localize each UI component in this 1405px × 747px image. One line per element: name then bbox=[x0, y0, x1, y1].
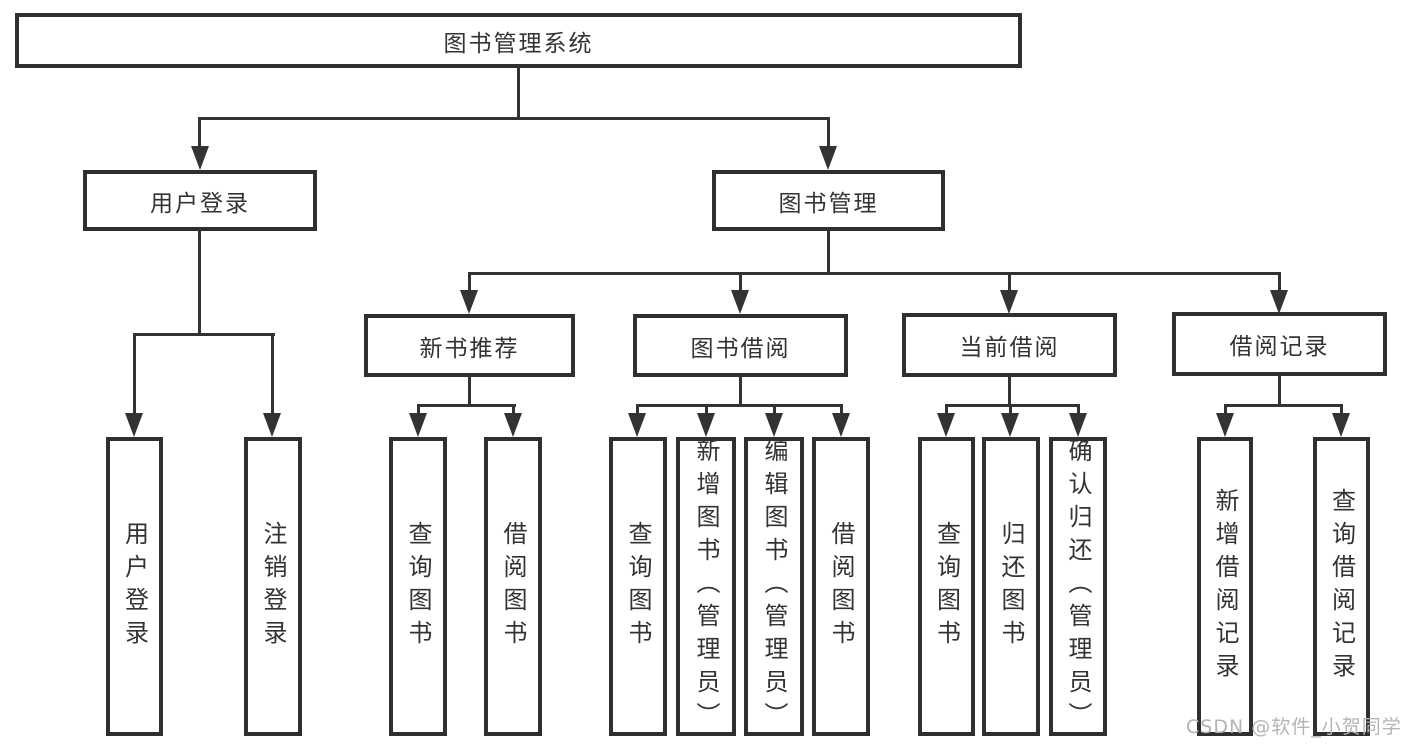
connector-line bbox=[773, 404, 776, 415]
arrow-down-icon bbox=[409, 413, 427, 437]
node-user-login: 用户登录 bbox=[83, 170, 317, 231]
connector-line bbox=[739, 272, 742, 292]
arrow-down-icon bbox=[125, 413, 143, 437]
connector-line bbox=[512, 404, 515, 415]
arrow-down-icon bbox=[1069, 413, 1087, 437]
leaf-return-books: 归还图书 bbox=[982, 437, 1040, 736]
connector-line bbox=[1340, 404, 1343, 415]
connector-line bbox=[468, 375, 471, 406]
leaf-label: 注销登录 bbox=[259, 520, 287, 653]
leaf-confirm-return-admin: 确认归还（管理员） bbox=[1049, 437, 1107, 736]
node-borrow-records: 借阅记录 bbox=[1172, 312, 1387, 376]
leaf-add-borrow-record: 新增借阅记录 bbox=[1197, 437, 1253, 736]
node-current-borrow: 当前借阅 bbox=[902, 313, 1117, 377]
connector-line bbox=[1224, 404, 1343, 407]
node-book-management: 图书管理 bbox=[712, 170, 945, 231]
leaf-query-books-recommend: 查询图书 bbox=[389, 437, 447, 736]
leaf-logout-login: 注销登录 bbox=[244, 437, 302, 736]
arrow-down-icon bbox=[1000, 290, 1018, 314]
arrow-down-icon bbox=[1270, 290, 1288, 314]
leaf-borrow-books: 借阅图书 bbox=[812, 437, 870, 736]
connector-line bbox=[517, 66, 520, 119]
connector-line bbox=[705, 404, 708, 415]
arrow-down-icon bbox=[1216, 413, 1234, 437]
watermark: CSDN @软件_小贺同学 bbox=[1186, 716, 1402, 738]
connector-line bbox=[945, 404, 948, 415]
leaf-label: 新增图书（管理员） bbox=[692, 438, 720, 735]
connector-line bbox=[133, 333, 275, 336]
connector-line bbox=[1278, 375, 1281, 406]
leaf-label: 归还图书 bbox=[997, 520, 1025, 653]
leaf-label: 新增借阅记录 bbox=[1211, 487, 1239, 686]
connector-line bbox=[198, 229, 201, 336]
leaf-label: 编辑图书（管理员） bbox=[760, 438, 788, 735]
arrow-down-icon bbox=[731, 290, 749, 314]
arrow-down-icon bbox=[1332, 413, 1350, 437]
connector-line bbox=[198, 117, 830, 120]
connector-line bbox=[468, 272, 471, 292]
leaf-query-books-borrow: 查询图书 bbox=[609, 437, 667, 736]
node-new-book-recommend: 新书推荐 bbox=[364, 314, 575, 377]
arrow-down-icon bbox=[697, 413, 715, 437]
node-book-borrow: 图书借阅 bbox=[633, 314, 848, 377]
leaf-edit-books-admin: 编辑图书（管理员） bbox=[744, 437, 804, 736]
leaf-label: 确认归还（管理员） bbox=[1064, 438, 1092, 735]
connector-line bbox=[1008, 272, 1011, 292]
leaf-label: 查询借阅记录 bbox=[1327, 487, 1356, 686]
arrow-down-icon bbox=[832, 413, 850, 437]
connector-line bbox=[1278, 272, 1281, 292]
connector-line bbox=[1008, 375, 1011, 406]
leaf-borrow-books-recommend: 借阅图书 bbox=[484, 437, 542, 736]
leaf-user-login: 用户登录 bbox=[106, 437, 163, 736]
connector-line bbox=[198, 117, 201, 148]
connector-line bbox=[271, 333, 274, 415]
arrow-down-icon bbox=[628, 413, 646, 437]
connector-line bbox=[1224, 404, 1227, 415]
connector-line bbox=[1077, 404, 1080, 415]
leaf-label: 借阅图书 bbox=[499, 520, 527, 653]
leaf-label: 查询图书 bbox=[624, 520, 652, 653]
arrow-down-icon bbox=[937, 413, 955, 437]
leaf-query-borrow-record: 查询借阅记录 bbox=[1313, 437, 1370, 736]
connector-line bbox=[827, 117, 830, 148]
arrow-down-icon bbox=[191, 146, 209, 170]
arrow-down-icon bbox=[263, 413, 281, 437]
connector-line bbox=[840, 404, 843, 415]
leaf-label: 用户登录 bbox=[120, 520, 149, 653]
connector-line bbox=[636, 404, 842, 407]
leaf-query-books-current: 查询图书 bbox=[918, 437, 975, 736]
leaf-label: 查询图书 bbox=[932, 520, 961, 653]
arrow-down-icon bbox=[460, 290, 478, 314]
connector-line bbox=[827, 229, 830, 275]
connector-line bbox=[945, 404, 1079, 407]
connector-line bbox=[417, 404, 516, 407]
connector-line bbox=[133, 333, 136, 415]
leaf-add-books-admin: 新增图书（管理员） bbox=[676, 437, 736, 736]
node-root: 图书管理系统 bbox=[15, 13, 1022, 68]
leaf-label: 借阅图书 bbox=[827, 520, 855, 653]
arrow-down-icon bbox=[765, 413, 783, 437]
arrow-down-icon bbox=[819, 146, 837, 170]
leaf-label: 查询图书 bbox=[404, 520, 432, 653]
arrow-down-icon bbox=[1001, 413, 1019, 437]
connector-line bbox=[1009, 404, 1012, 415]
connector-line bbox=[636, 404, 639, 415]
connector-line bbox=[739, 375, 742, 406]
connector-line bbox=[417, 404, 420, 415]
connector-line bbox=[468, 272, 1281, 275]
arrow-down-icon bbox=[504, 413, 522, 437]
